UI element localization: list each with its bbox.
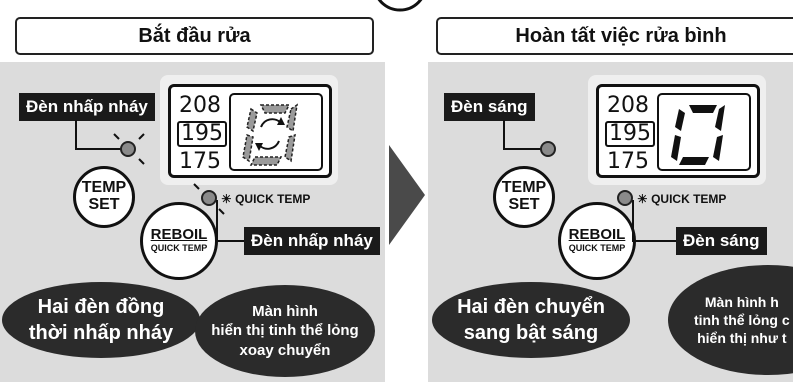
reboil-button[interactable]: REBOIL QUICK TEMP [558,202,636,280]
quick-temp-led [617,190,633,206]
blink-label-top: Đèn nhấp nháy [19,93,155,121]
temp-195: 195 [177,121,227,147]
on-label-bottom: Đèn sáng [676,227,767,255]
blink-label-bottom: Đèn nhấp nháy [244,227,380,255]
temp-175: 175 [607,149,649,174]
connector-line [75,120,77,150]
temp-175: 175 [179,149,221,174]
temp-set-button[interactable]: TEMP SET [493,166,555,228]
lcd-display: 208 195 175 [168,84,332,178]
connector-line [503,120,505,150]
rotating-segments-icon [242,103,299,166]
quick-temp-sublabel: QUICK TEMP [150,243,208,254]
next-arrow-icon [389,145,425,245]
left-panel-title: Bắt đầu rửa [15,17,374,55]
reboil-button[interactable]: REBOIL QUICK TEMP [140,202,218,280]
status-bubble-text: Hai đèn chuyển sang bật sáng [457,296,605,344]
quick-temp-led [201,190,217,206]
quick-temp-label: QUICK TEMP [651,192,727,206]
on-label-top: Đèn sáng [444,93,535,121]
temp-208: 208 [607,93,649,118]
display-bubble-text: Màn hình hiển thị tinh thể lỏng xoay chu… [211,302,359,359]
temp-set-label-2: SET [508,196,540,214]
connector-line [503,148,543,150]
right-panel: Hoàn tất việc rửa bình 208 195 175 Đèn s… [428,0,793,382]
right-panel-title: Hoàn tất việc rửa bình [436,17,793,55]
temp-208: 208 [179,93,221,118]
quick-temp-indicator: ☀ QUICK TEMP [637,192,727,206]
temp-set-button[interactable]: TEMP SET [73,166,135,228]
segment-display-icon [671,105,725,165]
temp-195: 195 [605,121,655,147]
display-bubble-text: Màn hình h tinh thể lỏng c hiển thị như … [694,293,790,347]
display-bubble: Màn hình hiển thị tinh thể lỏng xoay chu… [195,285,375,377]
blink-rays-icon [193,183,225,215]
digit-window [657,93,751,171]
quick-temp-sublabel: QUICK TEMP [568,243,626,254]
status-bubble: Hai đèn đồng thời nhấp nháy [2,282,200,358]
reboil-label: REBOIL [150,226,208,244]
connector-line [632,240,678,242]
temp-set-label-1: TEMP [81,179,127,197]
status-bubble-text: Hai đèn đồng thời nhấp nháy [28,296,174,344]
blink-rays-icon [113,133,145,165]
lcd-display: 208 195 175 [596,84,760,178]
connector-line [216,240,246,242]
quick-temp-indicator: ☀ QUICK TEMP [221,192,311,206]
temp-indicator-led [540,141,556,157]
quick-temp-label: QUICK TEMP [235,192,311,206]
connector-line [632,200,634,242]
temp-set-label-2: SET [88,196,120,214]
connector-line [75,148,123,150]
temp-indicator-led [120,141,136,157]
digit-window [229,93,323,171]
top-circle-fragment [377,0,423,12]
temp-set-label-1: TEMP [501,179,547,197]
left-panel: Bắt đầu rửa 208 195 175 Đèn [0,0,385,382]
status-bubble: Hai đèn chuyển sang bật sáng [432,282,630,358]
connector-line [216,200,218,242]
reboil-label: REBOIL [568,226,626,244]
